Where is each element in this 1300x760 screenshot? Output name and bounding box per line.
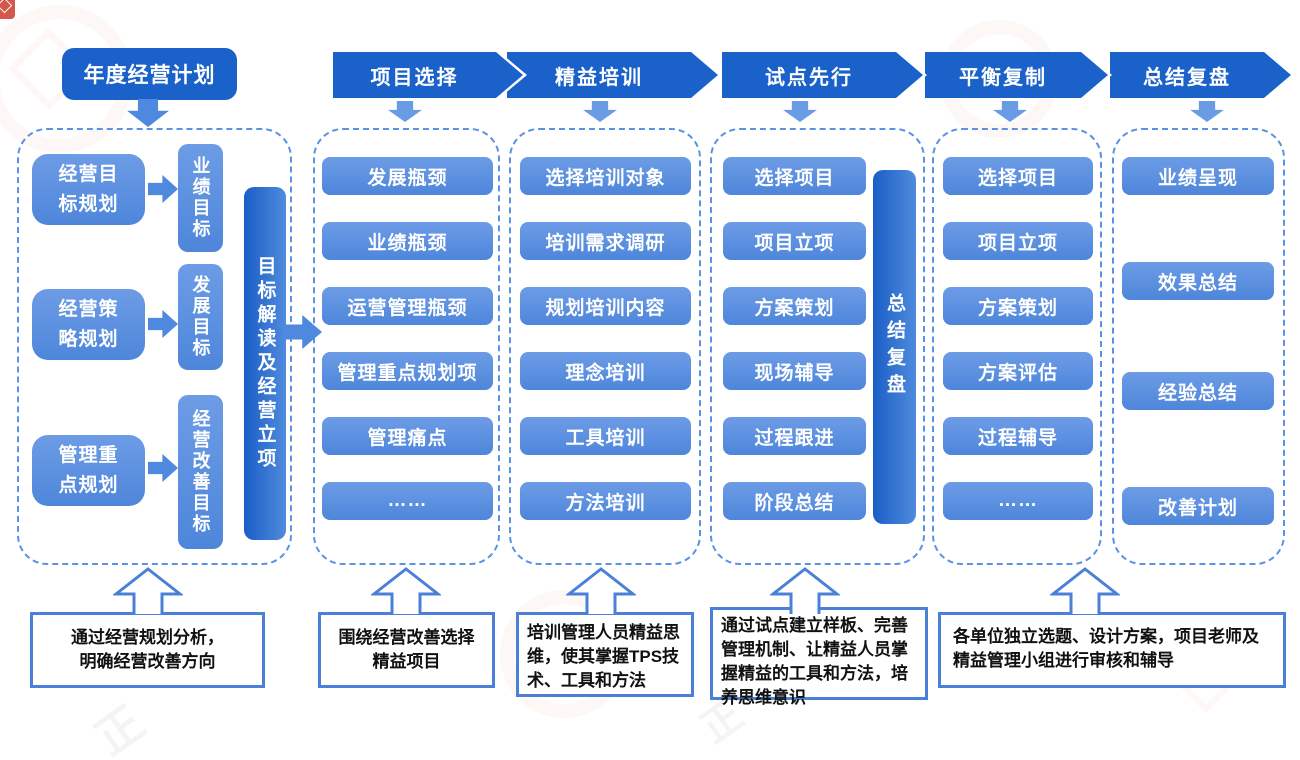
planning-panel: 经营目 标规划 经营策 略规划 管理重 点规划 业绩目标 发展目标 经营改善目标… bbox=[17, 128, 292, 565]
step-item: 改善计划 bbox=[1122, 487, 1274, 525]
step-item: 方案策划 bbox=[723, 287, 866, 325]
step-item: 培训需求调研 bbox=[520, 222, 691, 260]
step-item: 业绩呈现 bbox=[1122, 157, 1274, 195]
phase-label: 平衡复制 bbox=[959, 66, 1047, 89]
note-box-pilot-first: 通过试点建立样板、完善 管理机制、让精益人员掌 握精益的工具和方法，培 养思维意… bbox=[710, 607, 928, 707]
phase-chevron-lean-training: 精益培训 bbox=[507, 49, 722, 101]
note-box-replication-review: 各单位独立选题、设计方案，项目老师及 精益管理小组进行审核和辅导 bbox=[938, 612, 1286, 688]
arrow-down-icon bbox=[388, 101, 422, 122]
phase-panel-pilot-first: 选择项目 项目立项 方案策划 现场辅导 过程跟进 阶段总结 总结复盘 bbox=[710, 128, 925, 565]
planning-source-box: 经营策 略规划 bbox=[32, 289, 145, 360]
phase-chevron-balanced-replication: 平衡复制 bbox=[925, 49, 1112, 101]
planning-source-box: 管理重 点规划 bbox=[32, 435, 145, 506]
phase-label: 项目选择 bbox=[370, 66, 459, 89]
step-item: 选择项目 bbox=[723, 157, 866, 195]
arrow-right-icon bbox=[148, 175, 178, 203]
step-item: 过程辅导 bbox=[943, 417, 1093, 455]
arrow-up-outline-icon bbox=[371, 567, 441, 614]
step-item: …… bbox=[322, 482, 493, 520]
phase-panel-lean-training: 选择培训对象 培训需求调研 规划培训内容 理念培训 工具培训 方法培训 bbox=[509, 128, 701, 565]
brand-logo-icon bbox=[0, 0, 15, 19]
arrow-down-icon bbox=[783, 101, 817, 122]
phase-chevron-project-selection: 项目选择 bbox=[333, 49, 527, 101]
note-box-lean-training: 培训管理人员精益思 维，使其掌握TPS技 术、工具和方法 bbox=[516, 612, 694, 697]
planning-source-box: 经营目 标规划 bbox=[32, 154, 145, 225]
step-item: 经验总结 bbox=[1122, 372, 1274, 410]
note-box-planning: 通过经营规划分析， 明确经营改善方向 bbox=[30, 612, 265, 688]
phase-panel-summary-review: 业绩呈现 效果总结 经验总结 改善计划 bbox=[1112, 128, 1285, 565]
step-item: 过程跟进 bbox=[723, 417, 866, 455]
step-item: 业绩瓶颈 bbox=[322, 222, 493, 260]
step-item: 理念培训 bbox=[520, 352, 691, 390]
arrow-up-outline-icon bbox=[770, 567, 840, 614]
arrow-right-icon bbox=[148, 310, 178, 338]
step-item: 管理重点规划项 bbox=[322, 352, 493, 390]
phase-chevron-summary-review: 总结复盘 bbox=[1110, 49, 1295, 101]
arrow-up-outline-icon bbox=[1050, 567, 1120, 614]
step-item: 方案策划 bbox=[943, 287, 1093, 325]
step-item: 项目立项 bbox=[723, 222, 866, 260]
step-item: 规划培训内容 bbox=[520, 287, 691, 325]
note-box-project-selection: 围绕经营改善选择 精益项目 bbox=[318, 612, 495, 688]
arrow-down-icon bbox=[1190, 101, 1224, 122]
arrow-down-icon bbox=[583, 101, 617, 122]
arrow-down-icon bbox=[993, 101, 1027, 122]
step-item: 管理痛点 bbox=[322, 417, 493, 455]
phase-panel-balanced-replication: 选择项目 项目立项 方案策划 方案评估 过程辅导 …… bbox=[932, 128, 1102, 565]
step-item: 选择项目 bbox=[943, 157, 1093, 195]
arrow-up-outline-icon bbox=[113, 567, 183, 614]
annual-plan-badge: 年度经营计划 bbox=[62, 48, 237, 100]
planning-target-box: 业绩目标 bbox=[178, 144, 223, 252]
step-item: 发展瓶颈 bbox=[322, 157, 493, 195]
phase-panel-project-selection: 发展瓶颈 业绩瓶颈 运营管理瓶颈 管理重点规划项 管理痛点 …… bbox=[313, 128, 500, 565]
phase-label: 精益培训 bbox=[555, 66, 643, 89]
phase-chevron-pilot-first: 试点先行 bbox=[722, 49, 927, 101]
step-item: 阶段总结 bbox=[723, 482, 866, 520]
arrow-right-icon bbox=[148, 454, 178, 482]
step-item: 选择培训对象 bbox=[520, 157, 691, 195]
step-item: 方法培训 bbox=[520, 482, 691, 520]
phase-label: 试点先行 bbox=[765, 66, 853, 89]
summary-review-bar: 总结复盘 bbox=[873, 170, 916, 524]
step-item: 工具培训 bbox=[520, 417, 691, 455]
arrow-down-icon bbox=[127, 99, 169, 127]
watermark-glyph: 正 bbox=[85, 695, 154, 760]
step-item: …… bbox=[943, 482, 1093, 520]
phase-label: 总结复盘 bbox=[1143, 66, 1231, 89]
step-item: 项目立项 bbox=[943, 222, 1093, 260]
step-item: 现场辅导 bbox=[723, 352, 866, 390]
step-item: 方案评估 bbox=[943, 352, 1093, 390]
goal-interpretation-bar: 目标解读及经营立项 bbox=[244, 187, 286, 540]
arrow-up-outline-icon bbox=[566, 567, 636, 614]
planning-target-box: 经营改善目标 bbox=[178, 395, 223, 549]
planning-target-box: 发展目标 bbox=[178, 264, 223, 370]
step-item: 运营管理瓶颈 bbox=[322, 287, 493, 325]
step-item: 效果总结 bbox=[1122, 262, 1274, 300]
